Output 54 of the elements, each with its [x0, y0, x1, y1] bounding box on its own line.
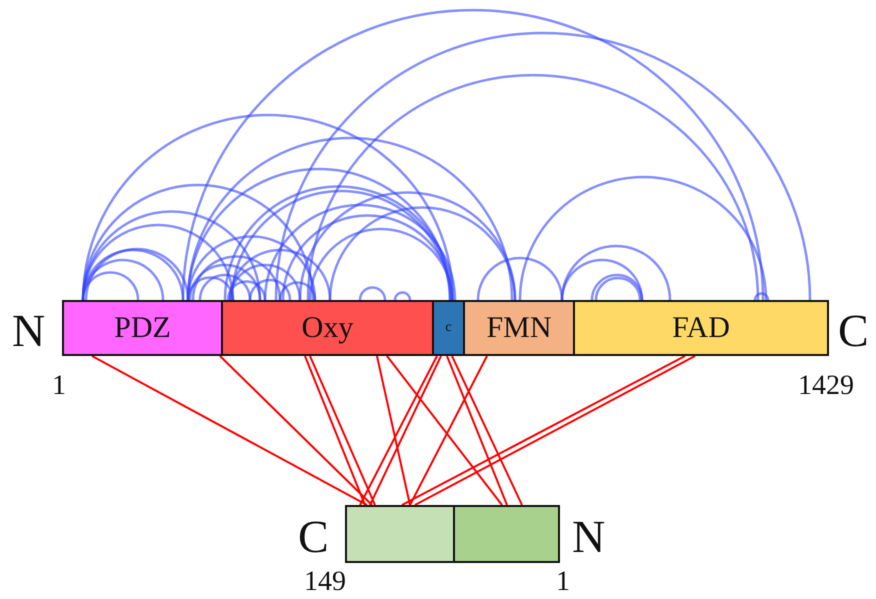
crosslink-arc [228, 248, 332, 300]
crosslink-arc [278, 281, 316, 300]
crosslink-arc [298, 191, 516, 300]
crosslink-line [386, 355, 503, 506]
residue-number: 1 [52, 372, 66, 400]
crosslink-arc [308, 228, 454, 300]
crosslink-arc [226, 280, 266, 300]
crosslink-arc [560, 244, 672, 300]
crosslink-line [304, 356, 366, 506]
crosslink-arc [476, 256, 564, 300]
crosslink-arc [518, 176, 768, 300]
crosslink-arc [264, 204, 456, 300]
crosslink-arc [198, 274, 252, 300]
crosslink-line [92, 355, 368, 506]
crosslink-arc [306, 74, 760, 300]
domain-segment: c [432, 300, 465, 356]
domain-segment: Oxy [221, 300, 434, 356]
crosslink-arc [82, 258, 164, 300]
crosslink-line [376, 356, 411, 506]
crosslink-arc [186, 137, 514, 300]
residue-number: 1429 [798, 372, 854, 400]
crosslink-line [446, 356, 508, 506]
crosslink-arc [328, 206, 516, 300]
crosslink-arc [282, 214, 454, 300]
domain-segment: PDZ [62, 300, 223, 356]
crosslink-arc [274, 32, 812, 300]
terminus-label: C [838, 308, 869, 354]
terminus-label: N [572, 514, 606, 560]
crosslink-line [369, 356, 442, 506]
crosslink-arc [188, 264, 262, 300]
terminus-label: N [12, 308, 46, 354]
crosslink-arc [192, 255, 282, 300]
crosslink-arc [594, 276, 642, 300]
domain-segment: FMN [463, 300, 575, 356]
crosslink-line [359, 356, 438, 506]
residue-number: 149 [304, 568, 346, 596]
crosslink-arc [82, 114, 454, 300]
lobe-box [453, 505, 560, 563]
crosslink-line [409, 356, 488, 506]
crosslink-line [309, 356, 376, 506]
crosslink-arc [590, 274, 644, 300]
terminus-label: C [298, 514, 329, 560]
crosslink-arc [754, 292, 770, 300]
domain-segment: FAD [573, 300, 829, 356]
lobe-box [345, 505, 455, 563]
crosslink-line [451, 356, 523, 506]
residue-number: 1 [556, 568, 570, 596]
crosslink-arc [82, 271, 140, 300]
crosslink-arc [358, 286, 386, 300]
crosslink-line [219, 355, 373, 506]
crosslink-arc [248, 278, 292, 300]
crosslink-arc [560, 258, 644, 300]
crosslink-arc [182, 9, 764, 300]
crosslink-arc [394, 291, 412, 300]
